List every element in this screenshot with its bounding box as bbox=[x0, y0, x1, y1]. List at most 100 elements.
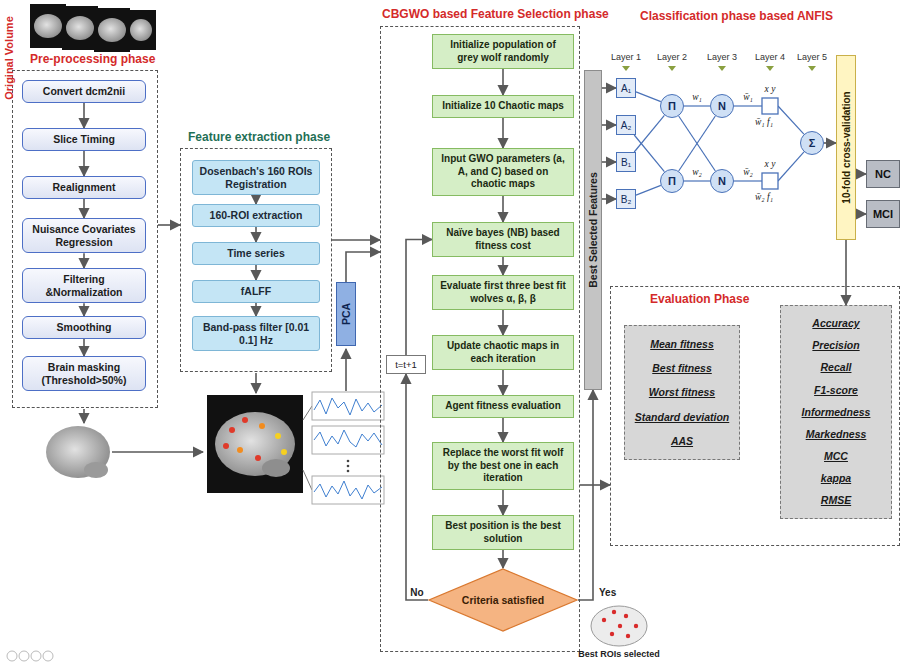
anfis-layer4 bbox=[762, 98, 778, 114]
metric-item: Informedness bbox=[802, 405, 871, 419]
weight-label: w₁ bbox=[692, 92, 702, 102]
node-text: N bbox=[718, 100, 726, 112]
time-series-plot bbox=[314, 481, 382, 499]
node-text: Smoothing bbox=[57, 321, 112, 334]
metric-item: RMSE bbox=[821, 493, 851, 507]
layer-marker bbox=[622, 66, 816, 71]
process-box: Slice Timing bbox=[22, 128, 146, 151]
step-box: Naïve bayes (NB) based fitness cost bbox=[432, 222, 574, 257]
leader-line bbox=[303, 406, 312, 420]
leader-line bbox=[303, 406, 312, 490]
anfis-layer4 bbox=[734, 98, 804, 189]
sum-node: Σ bbox=[800, 131, 824, 155]
node-text: Time series bbox=[227, 247, 285, 260]
extraction-box: fALFF bbox=[192, 280, 320, 303]
weight-label: w₂ bbox=[692, 167, 702, 177]
edge-label: No bbox=[408, 587, 425, 598]
connector-arrow bbox=[502, 196, 504, 223]
metric-item: Accuracy bbox=[812, 316, 859, 330]
membership-node: B₂ bbox=[616, 189, 636, 209]
connector-arrow bbox=[83, 303, 85, 316]
best-roi-brain bbox=[618, 624, 622, 628]
roi-brain bbox=[281, 449, 287, 455]
output-label: w̄₁ f₁ bbox=[755, 117, 773, 127]
mri-slices bbox=[62, 6, 98, 50]
node-text: Evaluate first three best fit wolves α, … bbox=[439, 280, 567, 305]
connector-arrow bbox=[83, 253, 85, 268]
best-roi-brain bbox=[626, 634, 630, 638]
node-text: fALFF bbox=[241, 285, 271, 298]
node-text: Band-pass filter [0.01 0.1] Hz bbox=[198, 321, 314, 346]
connector-arrow bbox=[346, 252, 380, 282]
connector-arrow bbox=[83, 339, 85, 356]
edge-label: Yes bbox=[597, 587, 618, 598]
metric-item: Mean fitness bbox=[650, 337, 714, 351]
node-text: N bbox=[718, 175, 726, 187]
roi-brain bbox=[255, 455, 261, 461]
selected-features-bar: Best Selected Features bbox=[584, 70, 602, 390]
time-series-plot bbox=[347, 465, 350, 468]
node-text: Update chaotic maps in each iteration bbox=[439, 340, 567, 365]
mri-slices bbox=[30, 4, 156, 52]
node-text: NC bbox=[875, 168, 891, 180]
connector-arrow bbox=[83, 103, 85, 128]
node-text: Π bbox=[668, 100, 676, 112]
node-text: Criteria satisfied bbox=[462, 594, 544, 606]
connector-arrow bbox=[845, 240, 847, 305]
time-series-plot bbox=[347, 470, 350, 473]
phase-group: Evaluation PhaseMean fitnessBest fitness… bbox=[610, 286, 900, 546]
phase-group: Pre-processing phaseConvert dcm2niiSlice… bbox=[12, 70, 158, 408]
step-box: Evaluate first three best fit wolves α, … bbox=[432, 275, 574, 310]
roi-brain bbox=[229, 427, 235, 433]
step-box: Initialize 10 Chaotic maps bbox=[432, 95, 574, 118]
extraction-box: Dosenbach's 160 ROIs Registration bbox=[192, 160, 320, 195]
node-text: Dosenbach's 160 ROIs Registration bbox=[198, 165, 314, 190]
connector-arrow bbox=[636, 92, 661, 102]
time-series-plot bbox=[312, 476, 384, 504]
node-text: B₁ bbox=[621, 157, 631, 168]
node-text: Input GWO parameters (a, A, and C) based… bbox=[439, 153, 567, 191]
roi-brain bbox=[223, 443, 229, 449]
node-text: Replace the worst fit wolf by the best o… bbox=[439, 447, 567, 485]
time-series-plot bbox=[314, 398, 382, 415]
process-box: Realignment bbox=[22, 176, 146, 199]
mri-slices bbox=[34, 14, 62, 38]
time-series-plot bbox=[314, 430, 382, 447]
connector-arrow bbox=[636, 185, 661, 195]
layer-marker bbox=[808, 66, 816, 71]
node-text: Convert dcm2nii bbox=[43, 85, 125, 98]
node-text: PCA bbox=[340, 303, 352, 325]
masked-brain bbox=[46, 426, 110, 478]
best-roi-brain bbox=[591, 606, 647, 646]
process-box: Convert dcm2nii bbox=[22, 80, 146, 103]
connector-arrow bbox=[856, 173, 866, 175]
anfis-layer4 bbox=[778, 152, 804, 181]
phase-heading: Classification phase based ANFIS bbox=[640, 9, 833, 23]
connector-arrow bbox=[332, 239, 380, 241]
volume-caption: Original Volume bbox=[3, 16, 15, 100]
connector-arrow bbox=[406, 240, 432, 356]
layer-marker bbox=[766, 66, 774, 71]
connector-arrow bbox=[255, 227, 257, 242]
node-text: Naïve bayes (NB) based fitness cost bbox=[439, 227, 567, 252]
best-roi-brain bbox=[602, 618, 606, 622]
anfis-layer4 bbox=[778, 106, 804, 134]
flow-arrow bbox=[345, 349, 347, 391]
phase-heading: Pre-processing phase bbox=[30, 52, 155, 66]
time-series-plot bbox=[312, 392, 384, 504]
metric-list: Mean fitnessBest fitnessWorst fitnessSta… bbox=[624, 325, 740, 460]
connector-arrow bbox=[578, 390, 593, 600]
best-roi-brain bbox=[624, 614, 628, 618]
connector-arrow bbox=[684, 180, 710, 181]
layer-label: Layer 5 bbox=[797, 52, 827, 62]
license-icons bbox=[19, 651, 29, 661]
phase-heading: CBGWO based Feature Selection phase bbox=[382, 7, 609, 21]
license-icons bbox=[7, 651, 17, 661]
masked-brain bbox=[84, 462, 108, 478]
roi-brain bbox=[275, 433, 281, 439]
metric-item: Precision bbox=[812, 338, 859, 352]
step-box: Update chaotic maps in each iteration bbox=[432, 335, 574, 370]
normalize-node: N bbox=[710, 169, 734, 193]
node-text: Best Selected Features bbox=[587, 172, 599, 288]
connector-arrow bbox=[679, 116, 716, 171]
